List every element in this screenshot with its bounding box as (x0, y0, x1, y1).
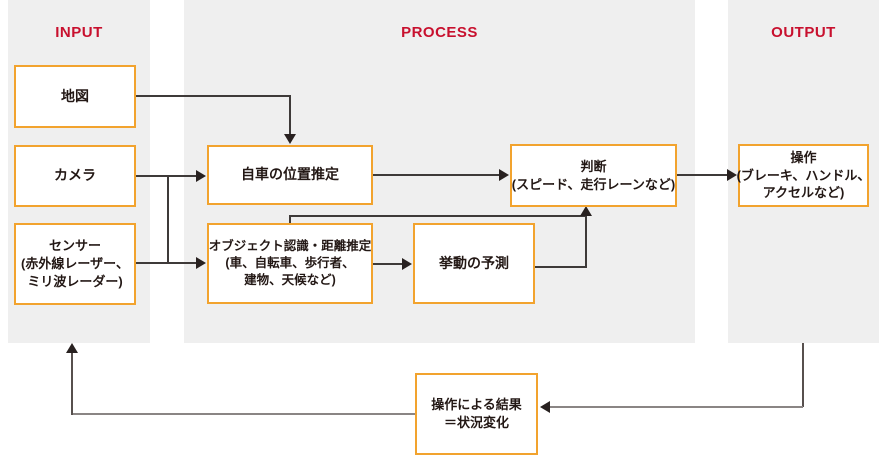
arrowhead-output-to-result (540, 401, 550, 413)
node-behavior-prediction-label: 挙動の予測 (439, 254, 509, 271)
node-map-label: 地図 (61, 87, 89, 104)
node-map: 地図 (14, 65, 136, 128)
node-localization: 自車の位置推定 (207, 145, 373, 205)
node-sensor: センサー (赤外線レーザー、 ミリ波レーダー) (14, 223, 136, 305)
node-result: 操作による結果 ＝状況変化 (415, 373, 538, 455)
process-column-header: PROCESS (401, 24, 478, 41)
node-camera-label: カメラ (54, 167, 96, 184)
node-object-recognition: オブジェクト認識・距離推定 (車、自転車、歩行者、 建物、天候など) (207, 223, 373, 304)
node-result-detail: ＝状況変化 (443, 415, 509, 430)
node-object-recognition-detail-1: (車、自転車、歩行者、 (225, 255, 355, 270)
node-camera: カメラ (14, 145, 136, 207)
node-result-label: 操作による結果 (431, 397, 522, 413)
output-column-header: OUTPUT (771, 24, 836, 41)
node-judgment-label: 判断 (580, 158, 607, 174)
node-operation-detail-2: アクセルなど) (762, 185, 845, 201)
node-sensor-detail-1: (赤外線レーザー、 (21, 256, 129, 272)
node-operation: 操作 (ブレーキ、ハンドル、 アクセルなど) (736, 144, 871, 207)
node-behavior-prediction: 挙動の予測 (413, 223, 535, 304)
node-localization-label: 自車の位置推定 (241, 166, 339, 183)
node-operation-detail-1: (ブレーキ、ハンドル、 (736, 167, 871, 183)
input-column-header: INPUT (55, 24, 103, 41)
node-object-recognition-detail-2: 建物、天候など) (244, 273, 336, 288)
arrowhead-result-to-input (66, 343, 78, 353)
node-sensor-label: センサー (48, 238, 101, 254)
node-object-recognition-label: オブジェクト認識・距離推定 (208, 238, 372, 253)
node-sensor-detail-2: ミリ波レーダー) (27, 273, 123, 289)
node-operation-label: 操作 (790, 149, 817, 165)
node-judgment-detail: (スピード、走行レーンなど) (511, 176, 676, 192)
node-judgment: 判断 (スピード、走行レーンなど) (510, 144, 677, 207)
